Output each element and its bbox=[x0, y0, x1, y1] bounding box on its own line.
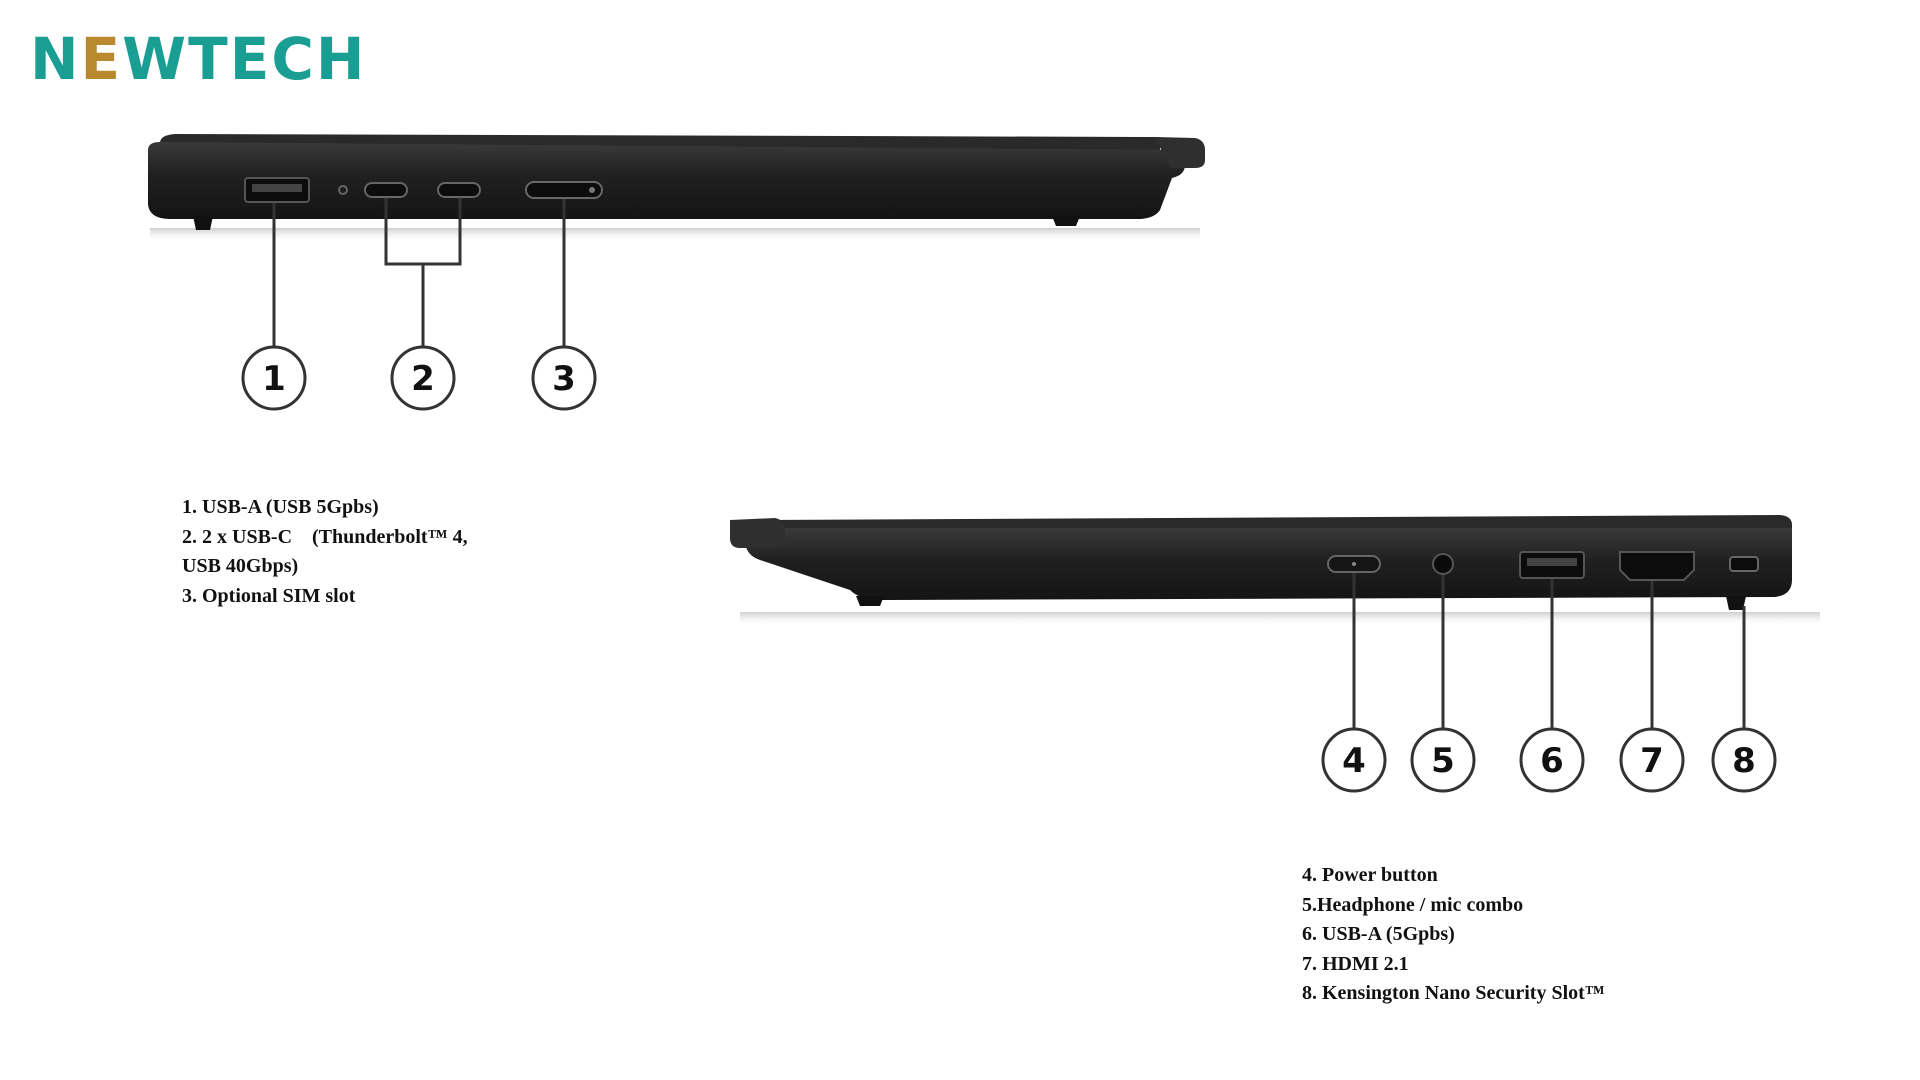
callout-7: 7 bbox=[1619, 727, 1685, 793]
headphone-jack bbox=[1432, 553, 1454, 575]
laptop-right-side-view bbox=[730, 515, 1820, 626]
usb-c-port bbox=[364, 182, 408, 198]
hdmi-port bbox=[1619, 551, 1695, 581]
callout-number: 4 bbox=[1342, 741, 1366, 781]
legend-item: 3. Optional SIM slot bbox=[182, 584, 356, 607]
callout-number: 2 bbox=[411, 359, 435, 399]
legend-item: 8. Kensington Nano Security Slot™ bbox=[1302, 982, 1605, 1004]
legend-item: 5.Headphone / mic combo bbox=[1302, 893, 1524, 916]
callout-2: 2 bbox=[390, 345, 456, 411]
usb-c-port bbox=[437, 182, 481, 198]
legend-item: 1. USB-A (USB 5Gpbs) bbox=[182, 496, 379, 518]
callout-6: 6 bbox=[1519, 727, 1585, 793]
usb-a-port bbox=[1519, 551, 1585, 579]
callout-number: 6 bbox=[1540, 741, 1564, 781]
laptop-left-side-view bbox=[148, 134, 1205, 242]
legend-item: USB 40Gbps) bbox=[182, 555, 299, 577]
leader-lines-right bbox=[1352, 573, 1746, 732]
brand-logo: NEWTECH bbox=[30, 25, 367, 93]
sim-slot bbox=[525, 181, 603, 199]
legend-item: 2. 2 x USB-C (Thunderbolt™ 4, bbox=[182, 525, 468, 548]
kensington-slot bbox=[1729, 556, 1759, 572]
power-led bbox=[1352, 562, 1356, 566]
legend-item: 6. USB-A (5Gpbs) bbox=[1302, 923, 1455, 945]
laptop-base bbox=[745, 528, 1792, 600]
callout-number: 8 bbox=[1732, 741, 1756, 781]
sim-eject-hole bbox=[589, 187, 595, 193]
hinge bbox=[1155, 137, 1205, 168]
hinge bbox=[730, 518, 785, 548]
legend-item: 7. HDMI 2.1 bbox=[1302, 952, 1409, 975]
leader-lines-left bbox=[272, 198, 566, 350]
led-indicator bbox=[338, 185, 348, 195]
callout-1: 1 bbox=[241, 345, 307, 411]
callout-3: 3 bbox=[531, 345, 597, 411]
callout-5: 5 bbox=[1410, 727, 1476, 793]
legend-right: 4. Power button 5.Headphone / mic combo … bbox=[1302, 861, 1605, 1009]
callout-number: 1 bbox=[262, 359, 286, 399]
laptop-shadow bbox=[740, 612, 1820, 626]
legend-item: 4. Power button bbox=[1302, 864, 1438, 886]
usb-a-port bbox=[244, 177, 310, 203]
legend-left: 1. USB-A (USB 5Gpbs) 2. 2 x USB-C (Thund… bbox=[182, 493, 468, 611]
foot bbox=[1052, 216, 1080, 226]
callout-number: 3 bbox=[552, 359, 576, 399]
callout-number: 7 bbox=[1640, 741, 1664, 781]
laptop-shadow bbox=[150, 228, 1200, 242]
callout-number: 5 bbox=[1431, 741, 1455, 781]
callout-4: 4 bbox=[1321, 727, 1387, 793]
laptop-base bbox=[148, 142, 1185, 219]
foot bbox=[1726, 596, 1746, 610]
foot bbox=[193, 216, 213, 230]
foot bbox=[856, 596, 884, 606]
callout-8: 8 bbox=[1711, 727, 1777, 793]
